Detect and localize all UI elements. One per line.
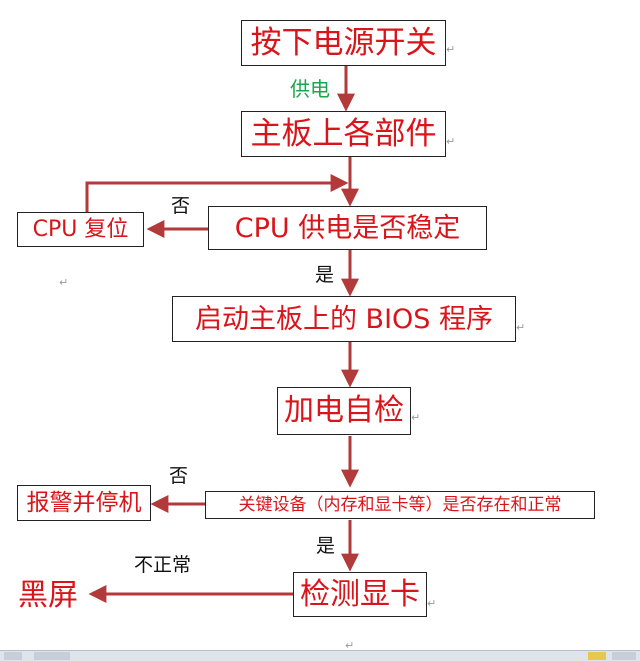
status-bar-view-icon[interactable]	[4, 652, 22, 660]
edge-label-power-supply: 供电	[290, 77, 330, 101]
node-black-screen: 黑屏	[18, 578, 78, 613]
status-bar-insert-mode[interactable]	[34, 652, 70, 660]
node-bios-start: 启动主板上的 BIOS 程序	[172, 296, 516, 342]
paragraph-mark-icon: ↵	[446, 135, 456, 148]
status-bar-layout-icon[interactable]	[588, 652, 606, 660]
node-cpu-reset: CPU 复位	[17, 212, 144, 247]
paragraph-mark-icon: ↵	[411, 411, 421, 424]
window-status-bar	[0, 650, 640, 661]
paragraph-mark-icon: ↵	[345, 639, 355, 652]
edge-label-yes-devices: 是	[316, 535, 336, 557]
node-alarm-halt: 报警并停机	[17, 485, 151, 521]
edge-label-yes-cpu: 是	[315, 264, 335, 286]
paragraph-mark-icon: ↵	[446, 43, 456, 56]
edge-label-no-devices: 否	[169, 465, 189, 487]
arrow-reset-loop	[85, 174, 349, 212]
paragraph-mark-icon: ↵	[427, 597, 437, 610]
edge-label-abnormal: 不正常	[134, 554, 192, 576]
node-power-button: 按下电源开关	[241, 20, 446, 66]
edge-label-no-cpu: 否	[171, 195, 191, 217]
node-board-parts: 主板上各部件	[241, 111, 446, 157]
paragraph-mark-icon: ↵	[516, 321, 526, 334]
status-bar-zoom[interactable]	[612, 652, 636, 660]
paragraph-mark-icon: ↵	[59, 276, 69, 289]
node-gpu-detect: 检测显卡	[293, 572, 427, 617]
node-key-devices-check: 关键设备（内存和显卡等）是否存在和正常	[205, 491, 595, 519]
node-cpu-power-check: CPU 供电是否稳定	[208, 206, 487, 250]
node-post: 加电自检	[277, 387, 411, 435]
